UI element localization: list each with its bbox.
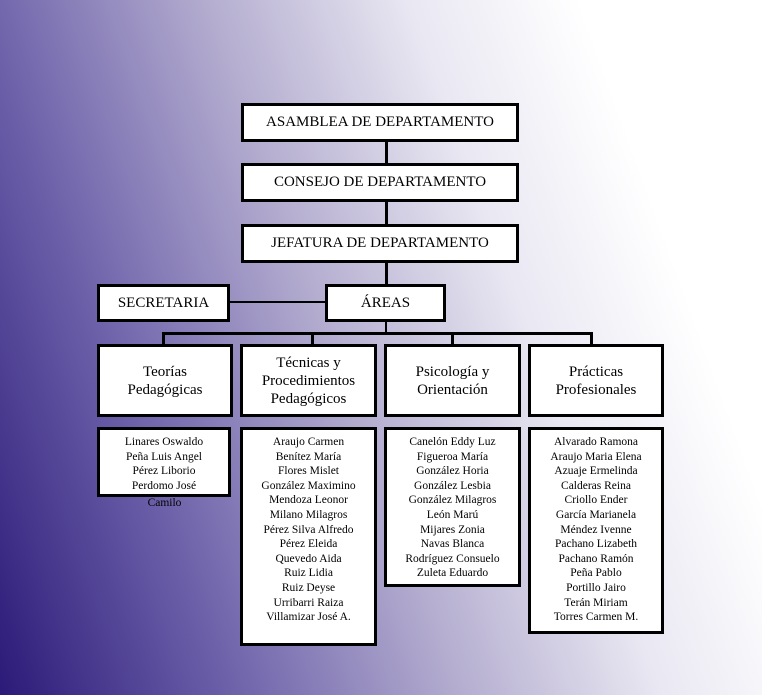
member-name: González Milagros [408,494,497,507]
member-name: Figueroa María [416,450,489,463]
member-list-practicas: Alvarado Ramona Araujo Maria Elena Azuaj… [528,427,664,634]
member-list-tecnicas: Araujo Carmen Benítez María Flores Misle… [240,427,377,646]
member-name: Calderas Reina [561,479,631,492]
connector-jefatura-areas [385,262,388,285]
area-title-line: Profesionales [555,381,637,398]
area-title-line: Procedimientos [261,372,356,389]
member-name-overflow: Camilo [147,497,182,509]
area-title-line: Pedagógicos [270,390,347,407]
member-name: Milano Milagros [269,508,348,521]
area-title-tecnicas: Técnicas y Procedimientos Pedagógicos [240,344,377,417]
secretaria-box: SECRETARIA [97,284,230,322]
member-name: Alvarado Ramona [554,436,638,448]
area-title-psicologia: Psicología y Orientación [384,344,521,417]
member-name: Mendoza Leonor [269,494,348,507]
member-name: Terán Miriam [564,596,628,609]
member-name: García Marianela [555,508,637,521]
member-list-psicologia: Canelón Eddy Luz Figueroa María González… [384,427,521,587]
area-title-practicas: Prácticas Profesionales [528,344,664,417]
member-name: León Marú [426,508,479,521]
member-name: Rodríguez Consuelo [405,552,500,565]
member-name: Criollo Ender [564,494,628,507]
member-name: Villamizar José A. [266,611,351,624]
member-name: González Horia [416,465,489,478]
member-name: Urribarri Raiza [273,596,344,609]
member-name: Torres Carmen M. [553,611,639,624]
member-name: Zuleta Eduardo [416,567,489,580]
connector-drop-area-4 [590,332,593,345]
member-name: Flores Mislet [277,465,339,478]
member-name: Azuaje Ermelinda [554,465,638,478]
member-name: Pérez Eleida [279,538,338,551]
connector-consejo-jefatura [385,201,388,225]
member-name: Araujo Maria Elena [550,450,642,463]
area-title-line: Prácticas [568,363,624,380]
member-name: Canelón Eddy Luz [409,436,496,448]
consejo-box: CONSEJO DE DEPARTAMENTO [241,163,519,202]
member-name: Navas Blanca [420,538,485,551]
connector-horizontal-bar [163,332,593,335]
area-title-line: Orientación [417,381,488,398]
member-name: Pachano Lizabeth [554,538,638,551]
member-name: González Maximino [261,479,356,492]
member-name: Ruiz Deyse [281,581,336,594]
member-name: Mijares Zonia [420,523,485,536]
connector-areas-down [385,320,387,334]
area-title-line: Pedagógicas [127,381,203,398]
connector-drop-area-3 [451,332,454,345]
member-name: Quevedo Aida [275,552,342,565]
connector-drop-area-1 [162,332,165,345]
areas-box: ÁREAS [325,284,446,322]
connector-asamblea-consejo [385,141,388,164]
member-name: Pérez Silva Alfredo [263,523,354,536]
member-name: Perdomo José [131,479,197,492]
connector-drop-area-2 [311,332,314,345]
member-name: Peña Luis Angel [125,450,203,463]
connector-jefatura-secretaria [229,301,326,303]
member-name: Pérez Liborio [132,465,196,478]
member-name: Portillo Jairo [566,581,626,594]
member-name: González Lesbia [414,479,491,492]
member-name: Araujo Carmen [272,436,345,448]
asamblea-label: ASAMBLEA DE DEPARTAMENTO [266,114,494,130]
member-name: Méndez Ivenne [560,523,632,536]
asamblea-box: ASAMBLEA DE DEPARTAMENTO [241,103,519,142]
area-title-line: Psicología y [415,363,490,380]
area-title-line: Técnicas y [276,354,341,371]
member-name: Peña Pablo [570,567,622,580]
area-title-teorias: Teorías Pedagógicas [97,344,233,417]
member-name: Ruiz Lidia [284,567,333,580]
member-name: Linares Oswaldo [124,436,204,448]
member-list-teorias: Linares Oswaldo Peña Luis Angel Pérez Li… [97,427,231,497]
member-name: Pachano Ramón [558,552,634,565]
area-title-line: Teorías [143,363,187,380]
areas-label: ÁREAS [360,294,411,311]
member-name: Benítez María [275,450,342,463]
jefatura-label: JEFATURA DE DEPARTAMENTO [271,235,489,251]
secretaria-label: SECRETARIA [117,294,210,311]
consejo-label: CONSEJO DE DEPARTAMENTO [273,174,487,190]
jefatura-box: JEFATURA DE DEPARTAMENTO [241,224,519,263]
